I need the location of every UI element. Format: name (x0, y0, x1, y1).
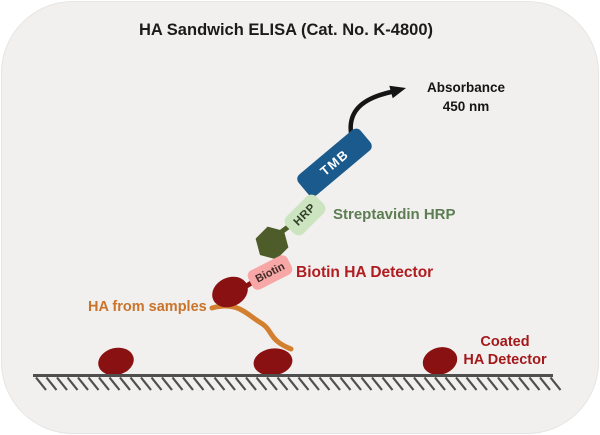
streptavidin-hrp-label: Streptavidin HRP (333, 206, 456, 223)
absorbance-arrow-head (389, 85, 406, 99)
absorbance-label: Absorbance 450 nm (419, 78, 513, 116)
ha-from-samples-label: HA from samples (88, 299, 207, 315)
diagram-title: HA Sandwich ELISA (Cat. No. K-4800) (139, 21, 433, 39)
coated-label-line2: HA Detector (463, 352, 547, 368)
coated-ha-detector-label: Coated HA Detector (445, 333, 565, 369)
coated-ha-detector-oval-middle (253, 348, 293, 376)
biotin-ha-detector-label: Biotin HA Detector (296, 264, 434, 281)
coated-ha-detector-oval-left (98, 347, 134, 376)
coated-ha-detector-oval-right (422, 347, 458, 375)
coated-label-line1: Coated (480, 334, 530, 350)
plate-surface-hatching (35, 376, 562, 391)
ha-detector-oval-bound (212, 276, 248, 308)
ha-sample-strand (209, 303, 294, 352)
streptavidin-hexagon (255, 226, 289, 260)
absorbance-label-line2: 450 nm (442, 99, 490, 114)
absorbance-label-line1: Absorbance (426, 80, 506, 95)
